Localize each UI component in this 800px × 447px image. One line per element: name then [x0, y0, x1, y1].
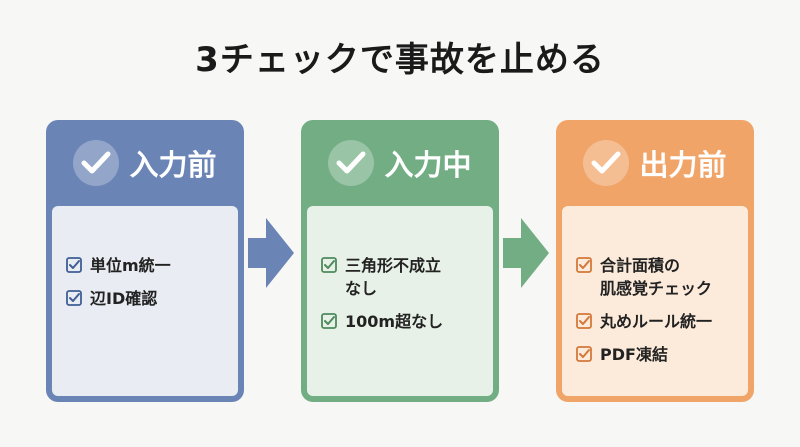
arrow-right-icon	[503, 218, 549, 288]
stage-card-before-output: 出力前 合計面積の 肌感覚チェック 丸めルール統一 PDF凍結	[556, 120, 754, 402]
stage-title: 出力前	[639, 148, 727, 182]
check-icon	[583, 140, 630, 186]
stage-card-during-input: 入力中 三角形不成立 なし 100m超なし	[301, 120, 499, 402]
checkbox-icon	[66, 290, 82, 306]
checkbox-icon	[66, 257, 82, 273]
stage-card-before-input: 入力前 単位m統一 辺ID確認	[46, 120, 244, 402]
checklist-item: 丸めルール統一	[576, 310, 748, 333]
checklist-item: 100m超なし	[321, 310, 493, 333]
check-icon	[73, 140, 120, 186]
checkbox-icon	[576, 257, 592, 273]
checklist-item: PDF凍結	[576, 343, 748, 366]
checklist-item: 合計面積の 肌感覚チェック	[576, 254, 748, 300]
checklist-item: 辺ID確認	[66, 287, 238, 310]
checklist-item-label: 辺ID確認	[90, 289, 158, 308]
checklist-item-label: 丸めルール統一	[600, 312, 713, 331]
stage-header: 入力中	[301, 120, 499, 206]
checkbox-icon	[321, 313, 337, 329]
checklist-item-label: 三角形不成立 なし	[345, 256, 442, 298]
checkbox-icon	[321, 257, 337, 273]
checkbox-icon	[576, 346, 592, 362]
diagram-title: 3チェックで事故を止める	[195, 40, 605, 80]
checklist-item-label: 単位m統一	[90, 256, 171, 275]
checklist-item: 単位m統一	[66, 254, 238, 277]
stage-body: 合計面積の 肌感覚チェック 丸めルール統一 PDF凍結	[562, 206, 748, 396]
check-icon	[328, 140, 375, 186]
stage-body: 三角形不成立 なし 100m超なし	[307, 206, 493, 396]
checklist-item: 三角形不成立 なし	[321, 254, 493, 300]
checklist-item-label: 100m超なし	[345, 312, 444, 331]
stage-body: 単位m統一 辺ID確認	[52, 206, 238, 396]
checklist-item-label: 合計面積の 肌感覚チェック	[600, 256, 713, 298]
checklist-item-label: PDF凍結	[600, 345, 668, 364]
checkbox-icon	[576, 313, 592, 329]
stage-header: 入力前	[46, 120, 244, 206]
stage-title: 入力前	[129, 148, 217, 182]
arrow-right-icon	[248, 218, 294, 288]
stage-title: 入力中	[384, 148, 472, 182]
stage-header: 出力前	[556, 120, 754, 206]
